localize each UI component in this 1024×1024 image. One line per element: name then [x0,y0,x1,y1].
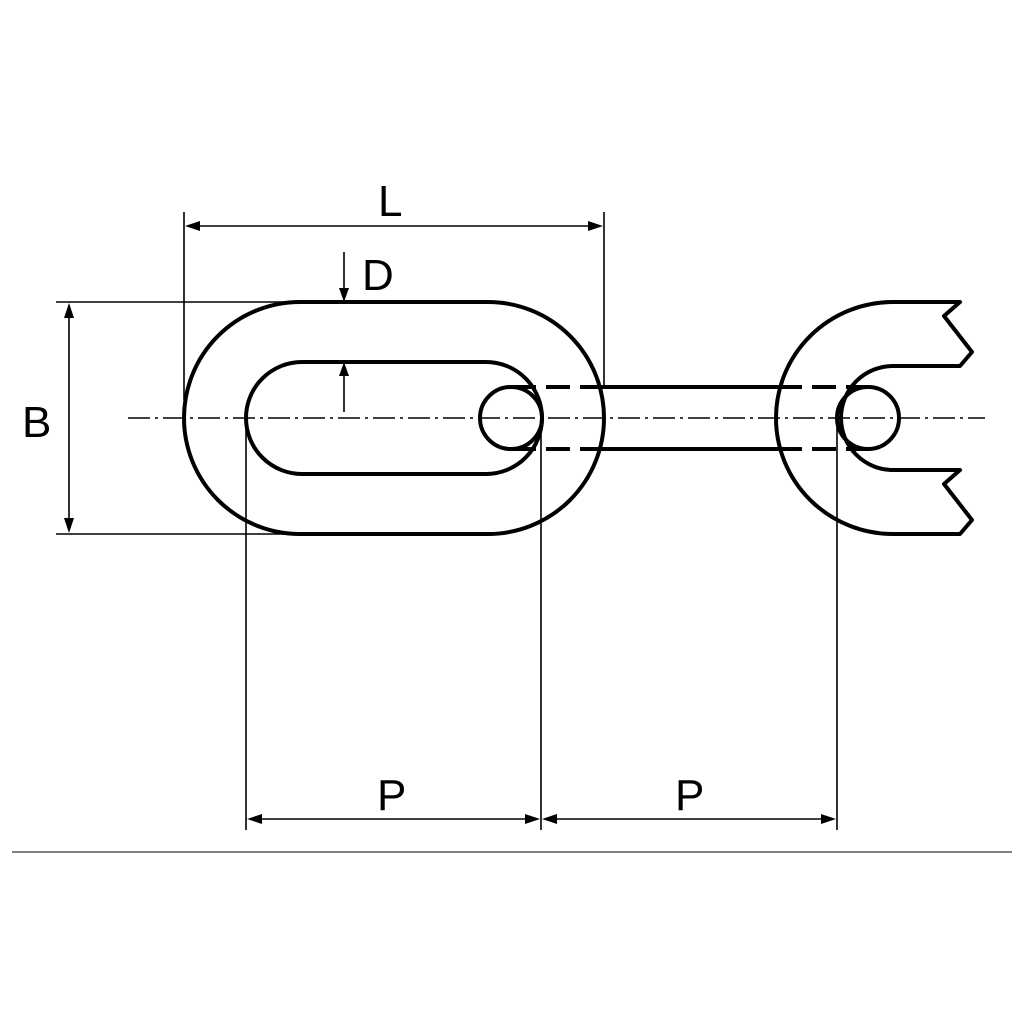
right-link-cross-section [835,385,901,451]
left-link-cross-section [478,385,544,451]
link-outer-outline [182,300,606,536]
length-arrow-right [588,221,603,231]
pitch-left-arrow-end [525,814,540,824]
diameter-arrow-bottom [339,362,349,376]
width-arrow-bottom [64,518,74,533]
width-label: B [22,398,51,447]
pitch-left-label: P [377,771,406,820]
width-arrow-top [64,303,74,318]
length-label: L [378,177,402,226]
right-link-outline [774,300,974,536]
pitch-left-arrow-start [247,814,262,824]
pitch-right-label: P [675,771,704,820]
diameter-label: D [362,251,394,300]
length-arrow-left [185,221,200,231]
pitch-right-arrow-start [542,814,557,824]
pitch-right-arrow-end [821,814,836,824]
diameter-arrow-top [339,288,349,302]
